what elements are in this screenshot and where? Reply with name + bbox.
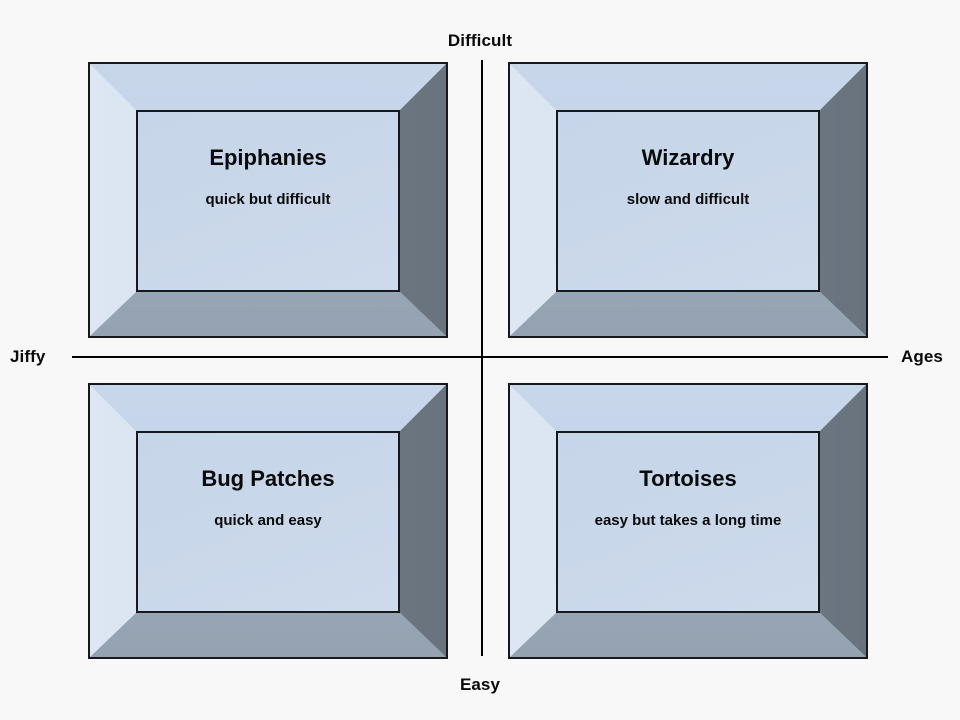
quadrant-box-bottom-right: Tortoises easy but takes a long time (508, 383, 868, 659)
quadrant-subtitle: slow and difficult (626, 191, 750, 209)
axis-label-left: Jiffy (10, 347, 46, 366)
quadrant-panel: Bug Patches quick and easy (136, 431, 400, 613)
quadrant-box-bottom-left: Bug Patches quick and easy (88, 383, 448, 659)
horizontal-axis-line (72, 356, 888, 358)
quadrant-title: Tortoises (639, 466, 737, 491)
quadrant-subtitle: quick and easy (214, 512, 322, 530)
quadrant-title: Epiphanies (209, 145, 327, 170)
quadrant-panel: Wizardry slow and difficult (556, 110, 820, 292)
vertical-axis-line (481, 60, 483, 656)
quadrant-box-top-left: Epiphanies quick but difficult (88, 62, 448, 338)
quadrant-title: Wizardry (641, 145, 735, 170)
quadrant-panel: Tortoises easy but takes a long time (556, 431, 820, 613)
axis-label-bottom: Easy (459, 675, 501, 694)
quadrant-subtitle: easy but takes a long time (594, 512, 782, 530)
axis-label-right: Ages (901, 347, 943, 366)
quadrant-panel: Epiphanies quick but difficult (136, 110, 400, 292)
quadrant-subtitle: quick but difficult (205, 191, 331, 209)
axis-label-top: Difficult (447, 31, 513, 50)
quadrant-title: Bug Patches (201, 466, 335, 491)
quadrant-box-top-right: Wizardry slow and difficult (508, 62, 868, 338)
